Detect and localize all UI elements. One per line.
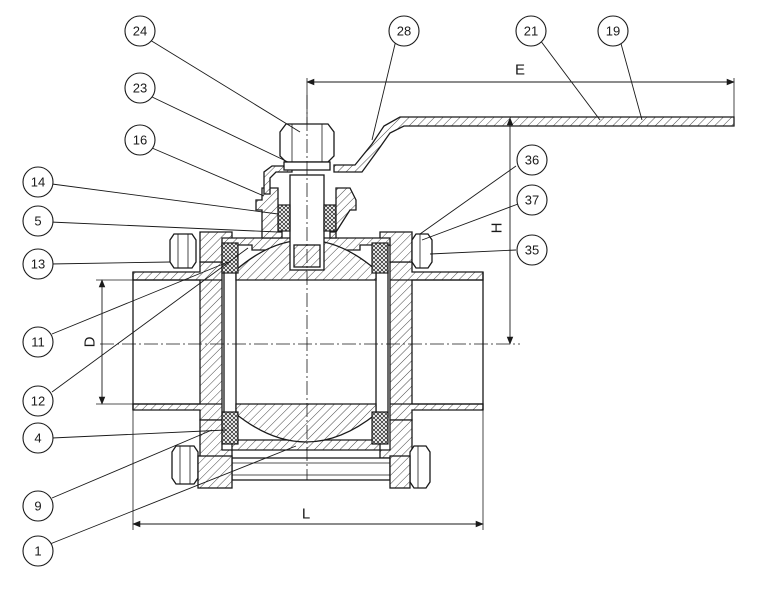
callout-19: 19 xyxy=(597,15,629,47)
callout-28: 28 xyxy=(388,15,420,47)
svg-text:35: 35 xyxy=(525,243,539,258)
svg-text:5: 5 xyxy=(34,214,41,229)
svg-text:12: 12 xyxy=(31,394,45,409)
svg-text:9: 9 xyxy=(34,499,41,514)
valve-body-group xyxy=(132,116,735,489)
callout-14: 14 xyxy=(22,166,54,198)
svg-text:11: 11 xyxy=(31,335,45,350)
callout-23: 23 xyxy=(124,72,156,104)
svg-text:4: 4 xyxy=(34,431,41,446)
callout-13: 13 xyxy=(22,248,54,280)
svg-text:24: 24 xyxy=(133,24,147,39)
center-body-bottom xyxy=(231,439,381,451)
lever-handle xyxy=(333,116,735,173)
callout-5: 5 xyxy=(22,205,54,237)
dimension-label-D: D xyxy=(82,336,99,347)
callout-36: 36 xyxy=(516,144,548,176)
svg-text:28: 28 xyxy=(397,24,411,39)
leader-lines xyxy=(49,39,643,545)
left-end-cap xyxy=(132,261,223,421)
callout-9: 9 xyxy=(22,490,54,522)
bolt-upper-left xyxy=(169,233,197,269)
callout-12: 12 xyxy=(22,385,54,417)
dimension-label-L: L xyxy=(302,506,310,523)
callout-16: 16 xyxy=(124,124,156,156)
dimension-label-E: E xyxy=(515,62,525,79)
svg-text:36: 36 xyxy=(525,153,539,168)
right-seat-lower xyxy=(371,411,389,445)
callouts: 24 28 21 19 23 16 14 5 13 11 12 4 9 1 36… xyxy=(22,15,629,567)
left-seat-lower xyxy=(221,411,239,445)
bolt-upper-right xyxy=(411,233,433,269)
packing-right xyxy=(323,204,337,232)
svg-text:23: 23 xyxy=(133,81,147,96)
tie-rod xyxy=(231,457,391,481)
dimension-label-H: H xyxy=(489,223,506,234)
callout-37: 37 xyxy=(516,184,548,216)
svg-text:16: 16 xyxy=(133,133,147,148)
callout-24: 24 xyxy=(124,15,156,47)
callout-35: 35 xyxy=(516,234,548,266)
tie-rod-nut-right xyxy=(389,455,411,489)
right-seat-upper xyxy=(371,242,389,274)
ball-lower xyxy=(235,403,377,443)
callout-21: 21 xyxy=(515,15,547,47)
svg-text:1: 1 xyxy=(34,544,41,559)
left-seat-upper xyxy=(221,242,239,274)
callout-1: 1 xyxy=(22,535,54,567)
svg-text:21: 21 xyxy=(524,24,538,39)
dimension-lines xyxy=(96,78,735,530)
right-end-cap xyxy=(389,261,484,421)
svg-text:13: 13 xyxy=(31,257,45,272)
svg-text:37: 37 xyxy=(525,193,539,208)
center-lines xyxy=(100,95,520,480)
bolt-lower-left xyxy=(171,445,199,485)
packing-left xyxy=(277,204,291,232)
callout-4: 4 xyxy=(22,422,54,454)
svg-text:14: 14 xyxy=(31,175,45,190)
callout-11: 11 xyxy=(22,326,54,358)
gland-nut-right xyxy=(329,187,357,239)
bolt-lower-right xyxy=(409,445,431,489)
svg-text:19: 19 xyxy=(606,24,620,39)
